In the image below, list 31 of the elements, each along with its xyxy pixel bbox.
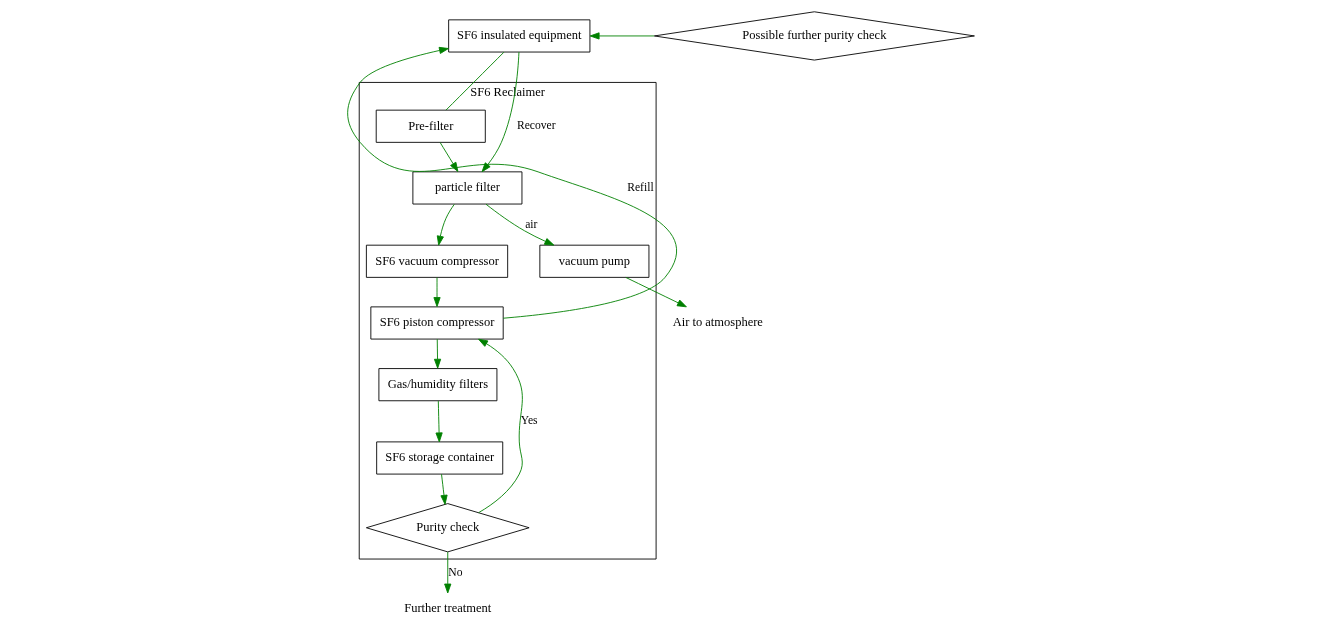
- node-diamond: Possible further purity check: [653, 11, 975, 61]
- arrow: [439, 473, 448, 505]
- arrow: [439, 142, 458, 172]
- arrow: [485, 203, 554, 246]
- arrow: [433, 338, 441, 369]
- edge-label: No: [447, 565, 462, 579]
- node-diamond: Purity check: [365, 503, 530, 553]
- node-text: Further treatment: [403, 601, 491, 616]
- arrow: [436, 203, 455, 246]
- node-box: SF6 piston compressor: [369, 306, 504, 340]
- node-box: Gas/humidity filters: [377, 368, 497, 402]
- node-box: Pre-filter: [375, 109, 486, 143]
- node-box: SF6 vacuum compressor: [365, 244, 508, 278]
- arrow: [589, 32, 655, 40]
- connector: [445, 51, 504, 111]
- node-box: SF6 insulated equipment: [447, 19, 590, 53]
- arrow: [481, 51, 519, 173]
- arrow: [346, 46, 677, 319]
- arrow: [435, 400, 443, 443]
- arrow: [432, 277, 441, 307]
- node-box: vacuum pump: [538, 244, 649, 278]
- node-box: particle filter: [411, 171, 522, 205]
- arrow: [624, 277, 687, 308]
- edge-label: Recover: [516, 119, 556, 133]
- node-box: SF6 storage container: [375, 441, 503, 475]
- arrow: [443, 551, 451, 594]
- arrow: [477, 338, 523, 514]
- edge-label: air: [524, 217, 537, 231]
- node-text: Air to atmosphere: [672, 315, 763, 330]
- edge-label: Refill: [626, 180, 654, 194]
- edge-label: Yes: [520, 414, 538, 428]
